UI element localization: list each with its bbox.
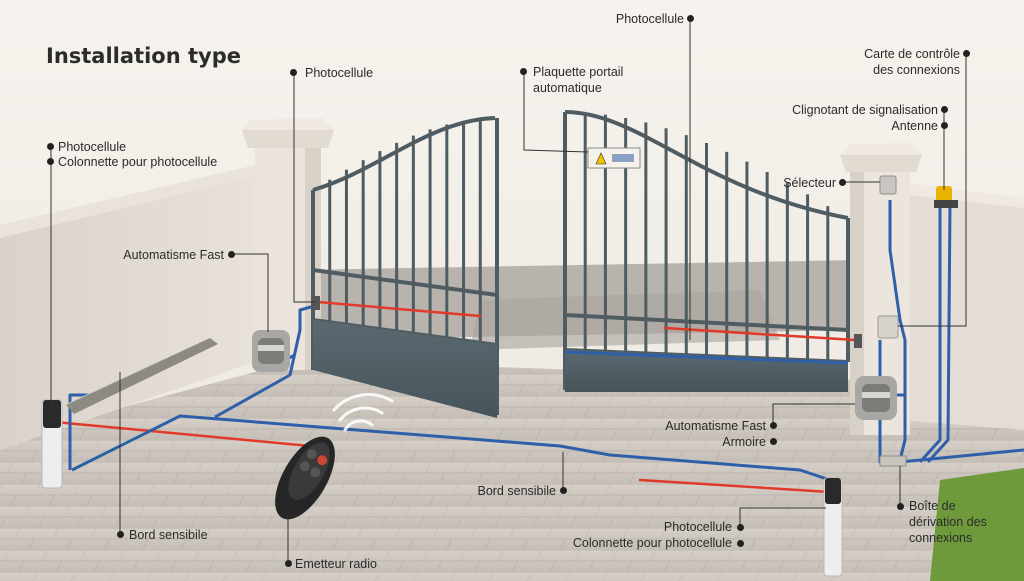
label-bord-sensible-left: Bord sensibile — [129, 528, 208, 542]
photocell-beams — [53, 300, 857, 494]
control-box — [877, 315, 899, 339]
flashing-light — [936, 186, 952, 202]
page-title: Installation type — [46, 44, 241, 68]
left-photocell — [43, 400, 61, 428]
label-photocellule-left-gate: Photocellule — [305, 66, 374, 80]
dot-bord-sensible-center — [560, 487, 567, 494]
remote-control — [275, 436, 335, 520]
dot-bord-sensible-left — [117, 531, 124, 538]
dot-selecteur — [839, 179, 846, 186]
label-boite-derivation: Boîte de dérivation des connexions — [909, 499, 987, 545]
wiring — [68, 200, 1024, 482]
label-bord-sensible-center: Bord sensibile — [477, 484, 556, 498]
selector — [879, 175, 897, 195]
right-pillar-cap — [840, 155, 922, 172]
right-wall-cap — [900, 182, 1024, 208]
dot-photocellule-top-center — [687, 15, 694, 22]
dot-plaquette — [520, 68, 527, 75]
dot-colonnette-left-post — [47, 158, 54, 165]
label-clignotant: Clignotant de signalisation — [792, 103, 938, 117]
label-automatisme-right: Automatisme Fast — [665, 419, 766, 433]
right-gate-photocell — [854, 334, 862, 348]
label-automatisme-left: Automatisme Fast — [123, 248, 224, 262]
paving — [0, 360, 1024, 581]
dot-colonnette-bottom — [737, 540, 744, 547]
dot-antenne — [941, 122, 948, 129]
dot-clignotant — [941, 106, 948, 113]
right-motor — [855, 376, 897, 420]
label-armoire: Armoire — [722, 435, 766, 449]
flashing-light-base — [934, 200, 958, 208]
sensitive-edge-bar — [66, 338, 218, 414]
left-pillar-top — [242, 118, 334, 130]
sensitive-edge-bar-top — [66, 336, 214, 405]
left-wall — [0, 175, 260, 450]
left-motor — [252, 330, 290, 372]
dot-photocellule-left-post — [47, 143, 54, 150]
left-gate-photocell — [312, 296, 320, 310]
bottom-photocell — [825, 478, 841, 504]
label-colonnette-left-post: Colonnette pour photocellule — [58, 155, 218, 169]
left-pillar-cap — [242, 130, 334, 148]
plaque-text-block — [612, 154, 634, 162]
dot-photocellule-bottom — [737, 524, 744, 531]
right-wall — [900, 190, 1024, 430]
dot-armoire — [770, 438, 777, 445]
junction-box — [879, 455, 907, 467]
label-selecteur: Sélecteur — [783, 176, 836, 190]
dot-automatisme-left — [228, 251, 235, 258]
dot-boite-derivation — [897, 503, 904, 510]
dot-carte-controle — [963, 50, 970, 57]
plaque-warning-icon — [595, 152, 607, 165]
left-gate-plinth — [313, 320, 497, 418]
left-gate-bars — [328, 118, 482, 343]
label-carte-controle: Carte de contrôle des connexions — [864, 47, 960, 77]
dot-automatisme-right — [770, 422, 777, 429]
leader-lines — [50, 19, 967, 563]
dot-emetteur — [285, 560, 292, 567]
label-photocellule-bottom: Photocellule — [663, 520, 732, 534]
radio-waves-icon — [332, 393, 394, 432]
label-antenne: Antenne — [891, 119, 938, 133]
right-pillar-side — [850, 165, 864, 435]
label-emetteur: Emetteur radio — [295, 557, 377, 571]
label-photocellule-left-post: Photocellule — [58, 140, 127, 154]
label-colonnette-bottom: Colonnette pour photocellule — [572, 536, 732, 550]
right-pillar-top — [840, 143, 922, 155]
left-wall-cap — [0, 165, 262, 238]
label-photocellule-top-center: Photocellule — [615, 12, 684, 26]
label-plaquette: Plaquette portail automatique — [533, 65, 624, 95]
dot-photocellule-left-gate — [290, 69, 297, 76]
grass — [930, 468, 1024, 581]
